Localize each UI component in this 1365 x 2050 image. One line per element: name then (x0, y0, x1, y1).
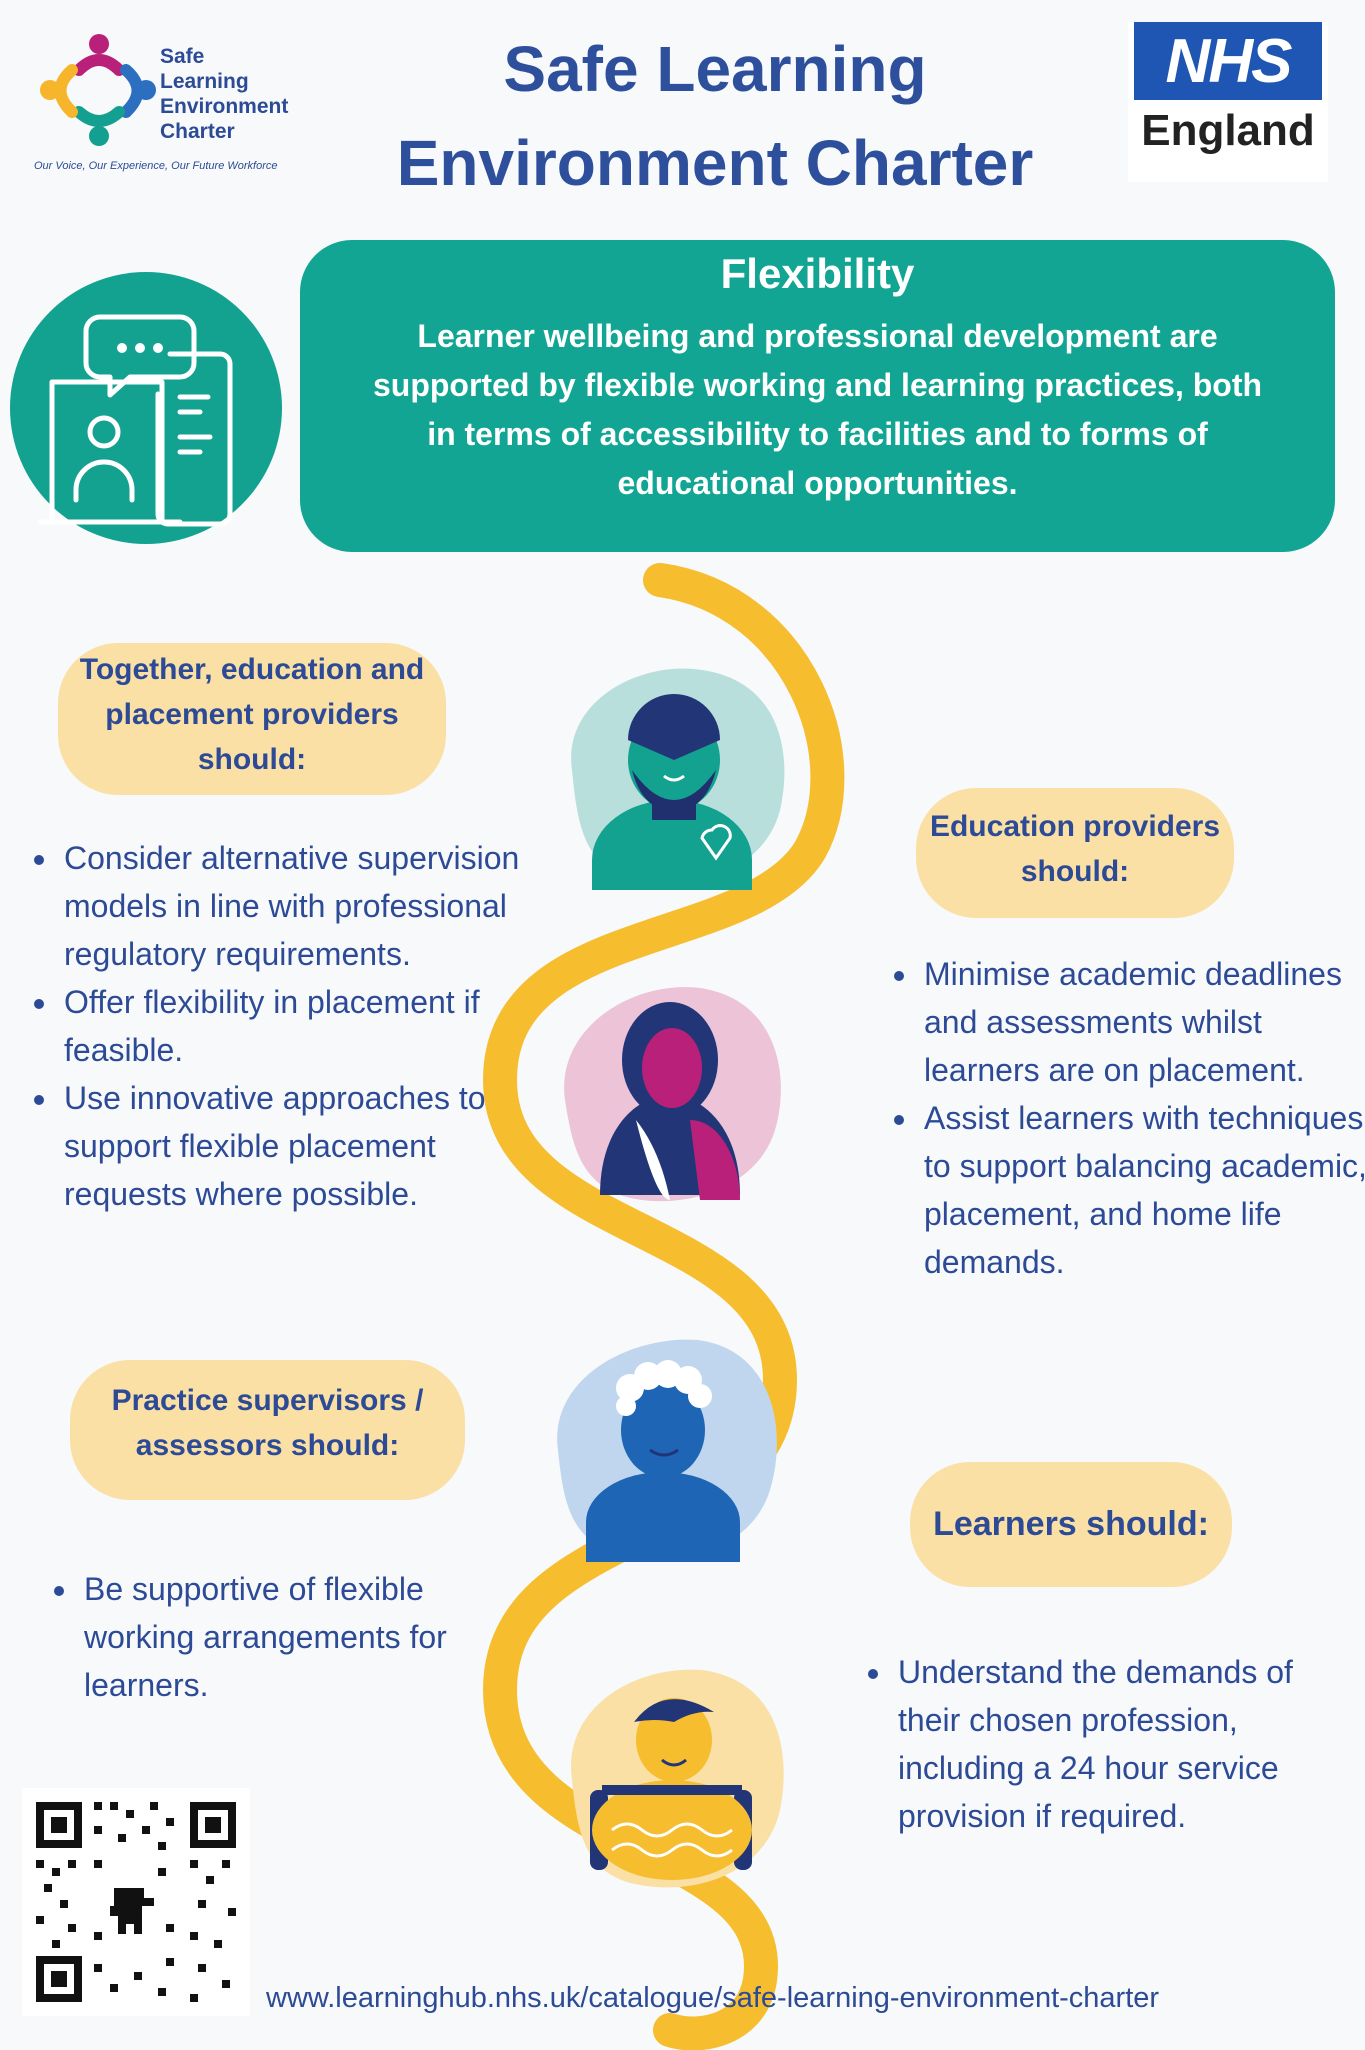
avatar-wheelchair-user (571, 1669, 784, 1888)
logo-tagline: Our Voice, Our Experience, Our Future Wo… (34, 160, 278, 172)
education-list: Minimise academic deadlines and assessme… (888, 950, 1365, 1286)
list-item: Assist learners with techniques to suppo… (920, 1094, 1365, 1286)
avatar-woman-hijab (564, 987, 781, 1202)
charter-logo (34, 30, 324, 175)
nhs-logo-mark: NHS (1134, 22, 1322, 100)
list-item: Offer flexibility in placement if feasib… (60, 978, 520, 1074)
together-heading: Together, education and placement provid… (58, 643, 446, 795)
list-item: Consider alternative supervision models … (60, 834, 520, 978)
intro-heading: Flexibility (720, 250, 915, 297)
intro-panel: Flexibility Learner wellbeing and profes… (300, 240, 1335, 552)
qr-code[interactable] (22, 1788, 250, 2016)
communication-icon (10, 272, 282, 544)
learners-list: Understand the demands of their chosen p… (862, 1648, 1364, 1840)
supervisors-list: Be supportive of flexible working arrang… (48, 1565, 520, 1709)
supervisors-heading: Practice supervisors / assessors should: (70, 1360, 465, 1500)
avatar-elder (557, 1339, 777, 1562)
logo-wordmark: Safe Learning Environment Charter (160, 45, 289, 143)
list-item: Be supportive of flexible working arrang… (80, 1565, 520, 1709)
avatar-man-turban (571, 668, 785, 890)
list-item: Use innovative approaches to support fle… (60, 1074, 520, 1218)
list-item: Understand the demands of their chosen p… (894, 1648, 1364, 1840)
education-heading: Education providers should: (916, 788, 1234, 918)
footer-link[interactable]: www.learninghub.nhs.uk/catalogue/safe-le… (266, 1982, 1160, 2014)
nhs-england-logo: NHS England (1128, 22, 1328, 182)
together-list: Consider alternative supervision models … (28, 834, 520, 1218)
people-circle-icon (40, 34, 156, 146)
list-item: Minimise academic deadlines and assessme… (920, 950, 1365, 1094)
intro-body: Learner wellbeing and professional devel… (372, 318, 1263, 501)
learners-heading: Learners should: (910, 1462, 1232, 1587)
nhs-region-label: England (1141, 106, 1315, 155)
page-title: Safe Learning Environment Charter (396, 33, 1034, 199)
